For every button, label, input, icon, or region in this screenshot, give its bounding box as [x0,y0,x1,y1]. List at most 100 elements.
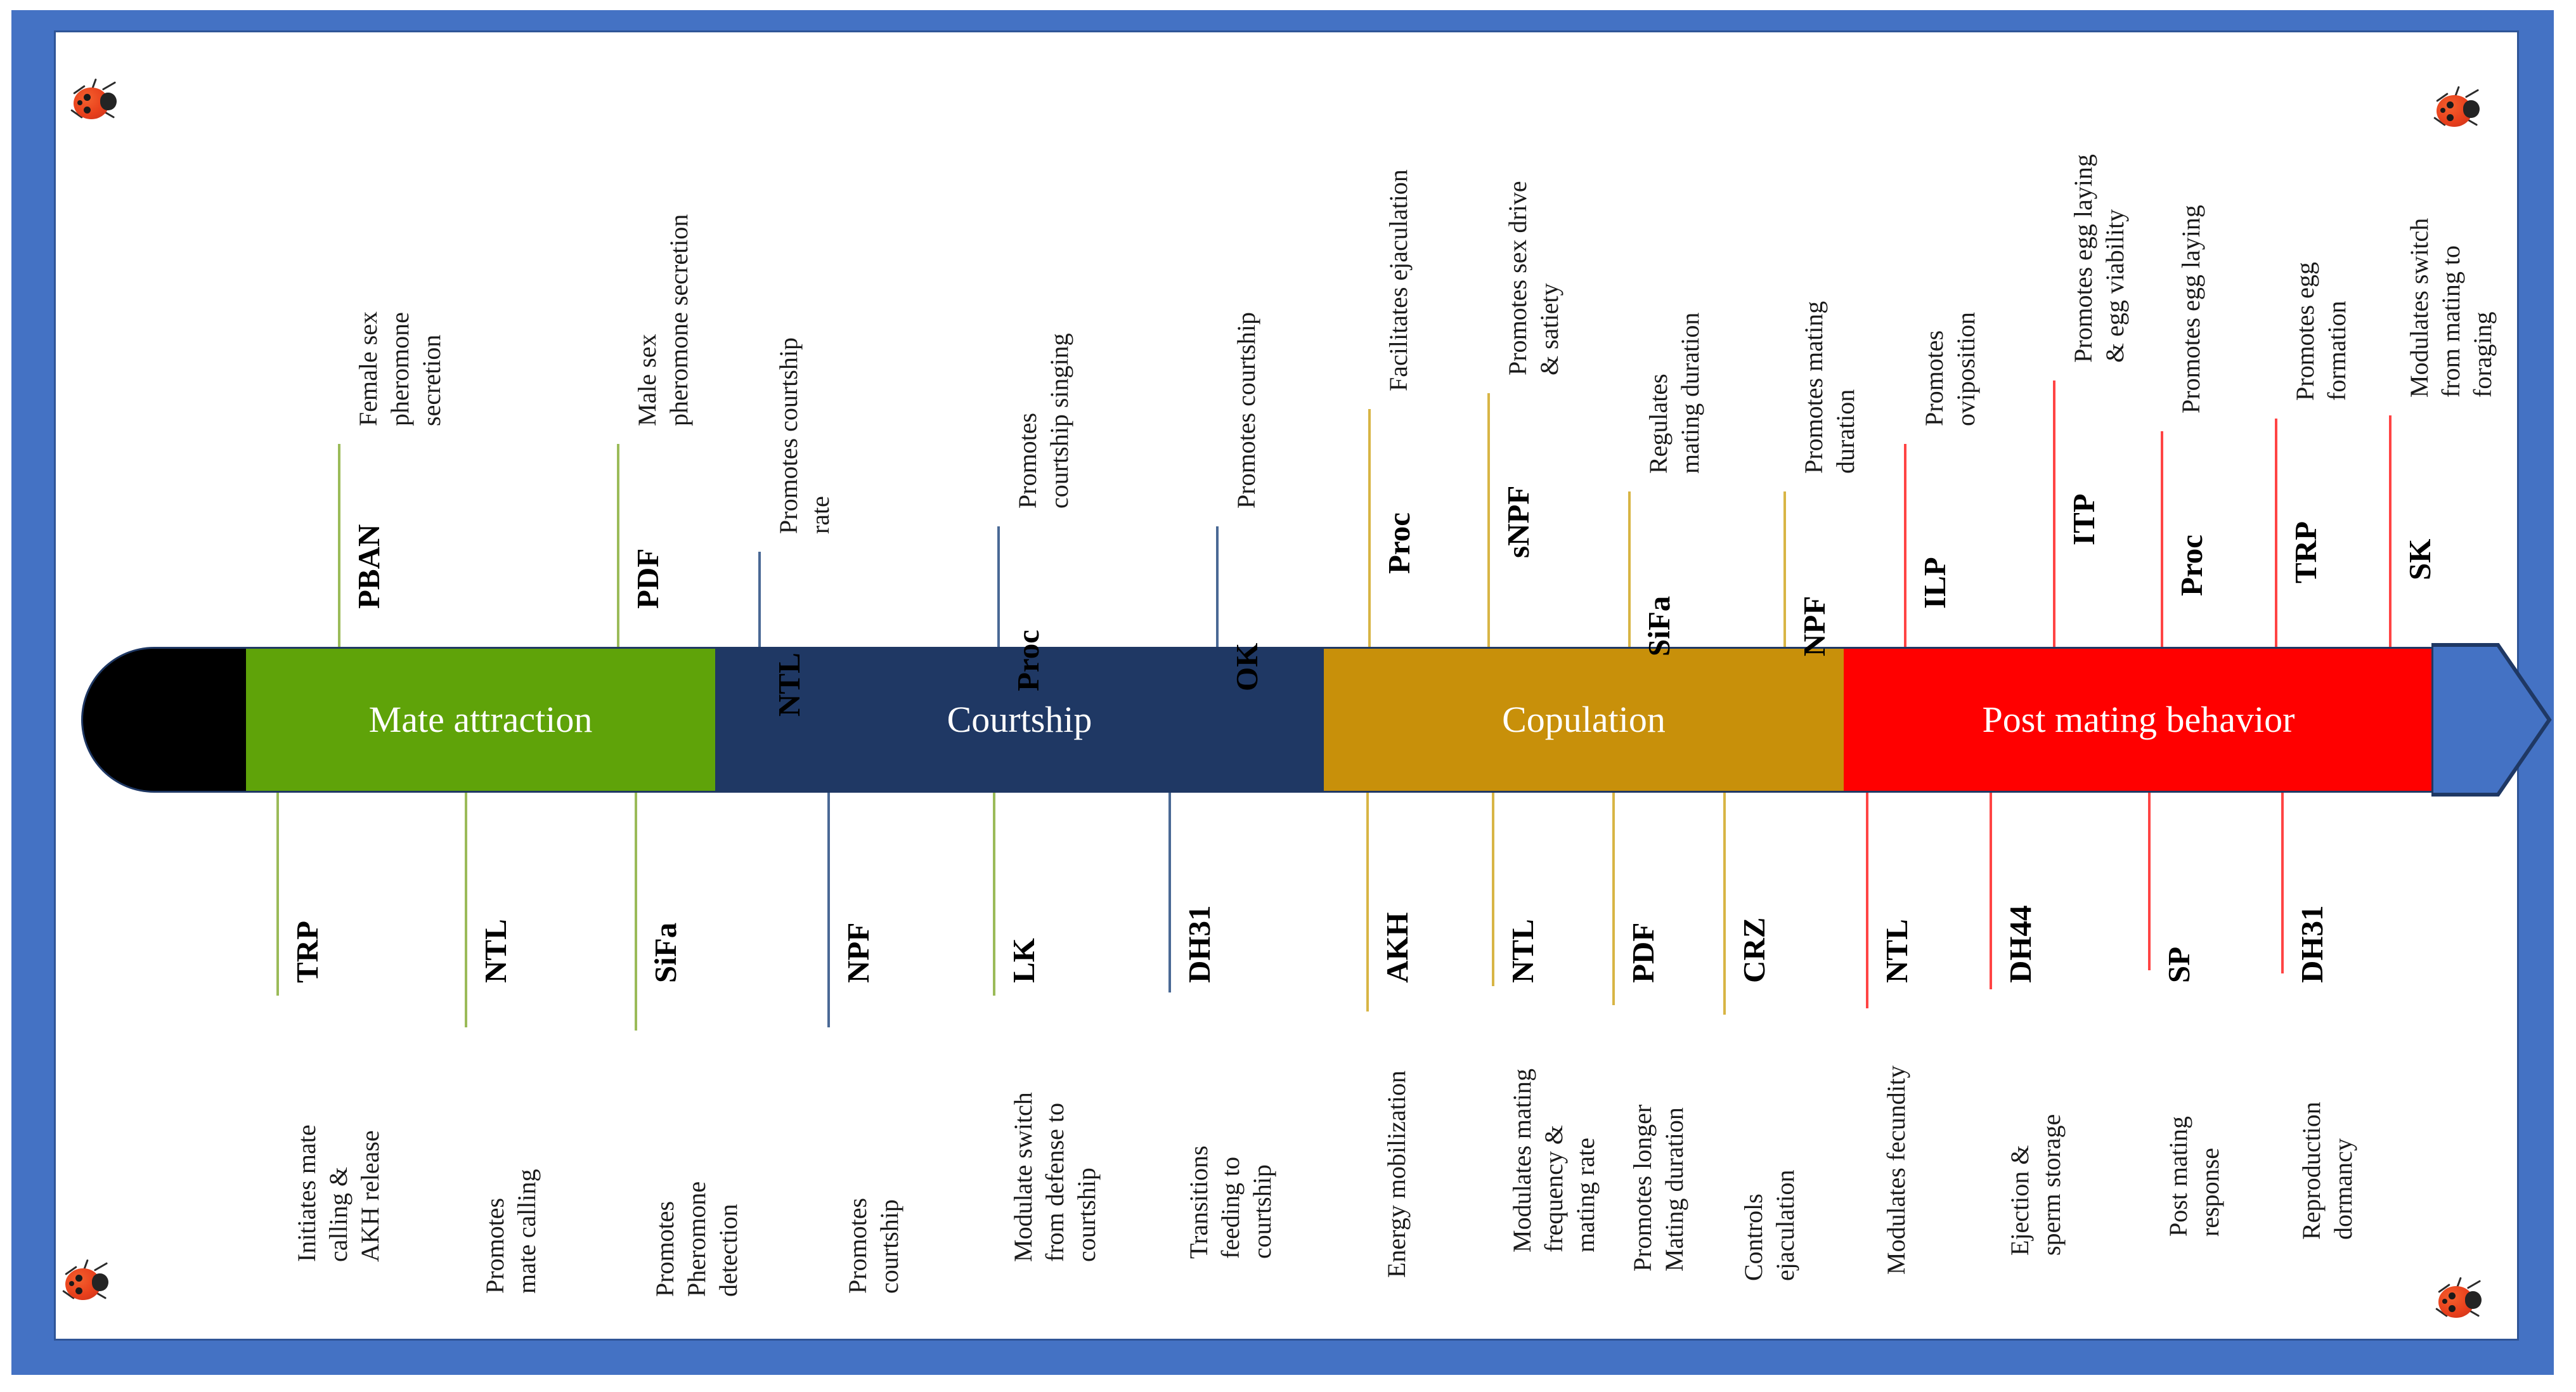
callout-code[interactable]: SiFa [648,922,683,983]
callout-description-line: frequency & [1539,1124,1568,1252]
arrow-head-icon [2431,643,2552,797]
callout-description-line: calling & [324,1167,353,1262]
callout-description-line: Promotes longer [1628,1104,1657,1272]
callout-description-line: Facilitates ejaculation [1384,169,1413,391]
callout-description-line: Promotes egg laying [2069,154,2097,363]
callout-description-line: courtship [1072,1168,1101,1262]
callout-code[interactable]: NPF [841,922,876,983]
callout-code[interactable]: SP [2161,946,2196,983]
callout-code[interactable]: NPF [1797,595,1832,656]
callout-description-line: detection [714,1204,742,1297]
callout-description-line: Promotes egg [2291,262,2319,401]
callout-code[interactable]: PBAN [351,524,386,609]
connector-line [2148,793,2151,970]
connector-line [1366,793,1369,1011]
arrow-segment-courtship[interactable]: Courtship [715,647,1324,793]
callout-code[interactable]: NTL [1505,919,1540,983]
arrow-start-cap [81,647,246,793]
callout-code[interactable]: DH44 [2003,905,2038,984]
callout-description-line: mate calling [512,1169,541,1294]
callout-description-line: Promotes courtship [774,337,803,534]
connector-line [1487,393,1490,647]
callout-description-line: courtship [875,1199,903,1294]
callout-code[interactable]: TRP [290,921,325,983]
callout-description-line: Controls [1739,1194,1768,1281]
callout-description-line: AKH release [356,1130,384,1262]
connector-line [2389,415,2392,647]
callout-description-line: & egg viability [2100,209,2129,363]
ladybug-icon [2433,1277,2483,1322]
callout-code[interactable]: LK [1006,938,1041,983]
connector-line [2275,419,2277,647]
connector-line [635,793,637,1031]
callout-code[interactable]: OK [1229,642,1264,691]
callout-code[interactable]: Proc [1382,512,1416,574]
connector-line [997,526,1000,647]
callout-code[interactable]: Proc [2174,534,2209,596]
connector-line [2161,431,2163,647]
callout-description-line: from defense to [1040,1102,1069,1262]
callout-description-line: Male sex [633,334,661,426]
connector-line [1628,491,1631,647]
callout-code[interactable]: NTL [772,653,806,717]
segment-label: Mate attraction [368,699,593,740]
callout-code[interactable]: sNPF [1501,485,1536,558]
callout-code[interactable]: SiFa [1641,595,1676,656]
arrow-segment-post-mating-behavior[interactable]: Post mating behavior [1844,647,2433,793]
connector-line [2281,793,2284,973]
connector-line [1368,409,1371,647]
connector-line [993,793,995,996]
callout-description-line: Promotes [1013,412,1042,509]
callout-description-line: Mating duration [1660,1107,1688,1272]
callout-description-line: secretion [417,334,446,426]
callout-code[interactable]: AKH [1380,912,1414,983]
callout-code[interactable]: ILP [1917,557,1952,609]
callout-description-line: pheromone [385,312,414,426]
callout-description-line: Promotes sex drive [1503,181,1532,375]
callout-description-line: Modulate switch [1009,1092,1037,1262]
callout-code[interactable]: CRZ [1737,917,1771,983]
connector-line [338,444,340,647]
connector-line [1612,793,1615,1005]
callout-description-line: pheromone secretion [664,214,693,426]
callout-description-line: courtship [1248,1164,1276,1259]
callout-description-line: response [2196,1148,2224,1237]
callout-description-line: Post mating [2164,1116,2192,1237]
callout-description-line: rate [806,496,834,534]
connector-line [758,552,761,647]
callout-description-line: Promotes [650,1200,679,1297]
callout-description-line: Pheromone [682,1181,711,1297]
connector-line [276,793,279,996]
callout-code[interactable]: PDF [1626,922,1660,983]
connector-line [1216,526,1219,647]
callout-description-line: mating duration [1676,312,1704,474]
ladybug-icon [60,1259,110,1304]
callout-code[interactable]: NTL [1879,919,1914,983]
callout-description-line: feeding to [1216,1156,1245,1259]
callout-description-line: from mating to [2437,245,2465,398]
callout-code[interactable]: Proc [1011,629,1045,691]
callout-code[interactable]: NTL [478,919,513,983]
segment-label: Post mating behavior [1982,699,2295,740]
arrow-segment-mate-attraction[interactable]: Mate attraction [246,647,715,793]
callout-code[interactable]: DH31 [2294,905,2329,984]
callout-description-line: Modulates fecundity [1882,1065,1910,1275]
connector-line [1168,793,1171,992]
connector-line [1492,793,1494,986]
callout-description-line: Reproduction [2297,1102,2326,1240]
arrow-segment-copulation[interactable]: Copulation [1324,647,1844,793]
callout-code[interactable]: PDF [630,548,665,609]
connector-line [1866,793,1868,1008]
callout-description-line: mating rate [1571,1137,1600,1252]
connector-line [1990,793,1992,989]
segment-label: Courtship [947,699,1092,740]
callout-description-line: Ejection & [2005,1145,2034,1256]
callout-description-line: Promotes [1920,330,1948,426]
callout-code[interactable]: TRP [2288,521,2323,583]
callout-code[interactable]: ITP [2066,493,2101,545]
callout-code[interactable]: SK [2402,538,2437,580]
callout-description-line: Female sex [354,311,382,426]
ladybug-icon [2431,86,2481,131]
callout-code[interactable]: DH31 [1182,905,1217,984]
connector-line [1904,444,1906,647]
